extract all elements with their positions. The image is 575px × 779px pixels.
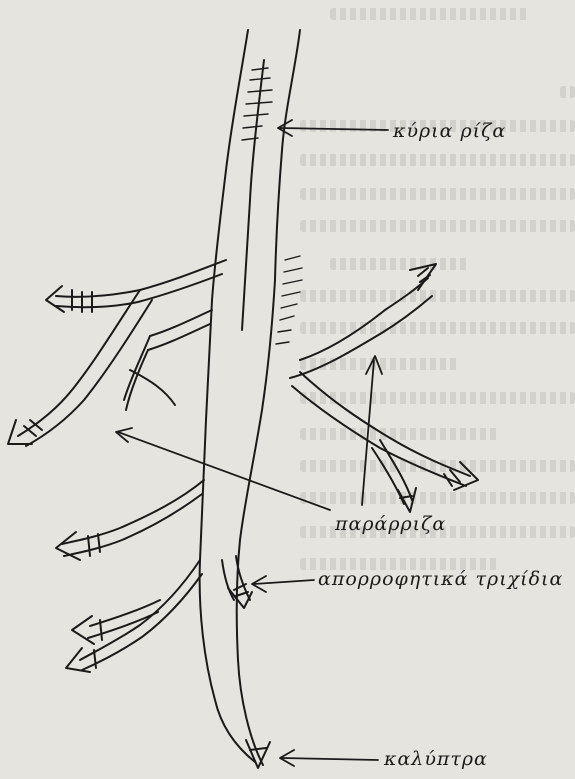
arrow-main-root xyxy=(278,120,388,136)
main-root xyxy=(200,30,300,765)
arrow-root-cap xyxy=(280,750,378,766)
label-root-hairs: απορροφητικά τριχίδια xyxy=(318,568,563,590)
arrow-root-hairs xyxy=(252,576,314,592)
lateral-root-upper-left xyxy=(8,260,226,446)
label-root-cap: καλύπτρα xyxy=(384,748,488,770)
label-main-root: κύρια ρίζα xyxy=(393,120,506,142)
label-adventitious-roots: παράρριζα xyxy=(335,513,446,535)
lateral-root-lower-left xyxy=(56,480,204,672)
main-root-hatching xyxy=(242,68,302,344)
arrow-adventitious-1 xyxy=(116,428,330,510)
lateral-root-lower-right xyxy=(292,372,478,512)
lateral-root-upper-right xyxy=(290,264,436,378)
